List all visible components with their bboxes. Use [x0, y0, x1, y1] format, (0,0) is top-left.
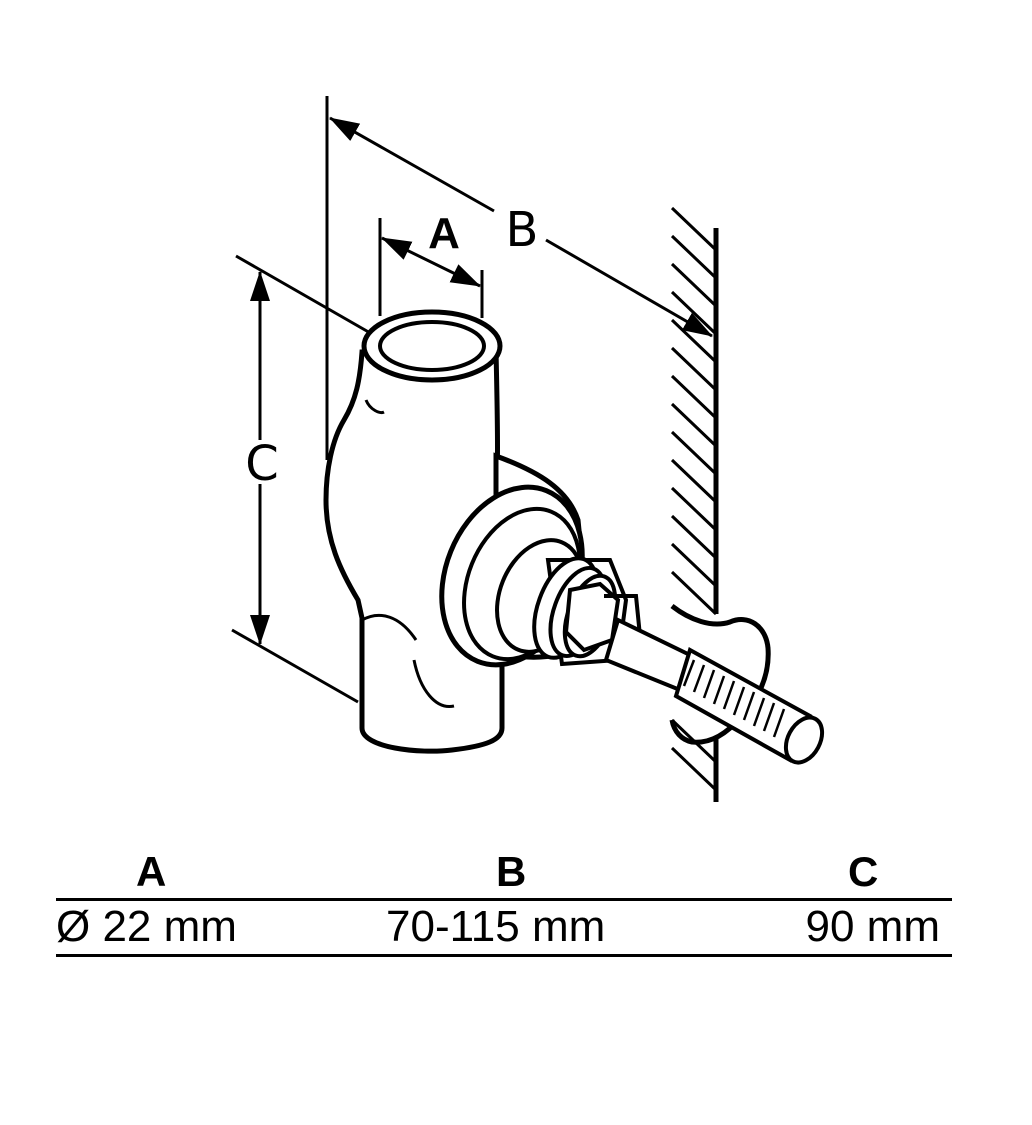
- dimension-b: [325, 96, 713, 460]
- table-top-rule: [56, 898, 952, 901]
- dimension-c: [231, 254, 373, 704]
- valve-spindle: [603, 617, 825, 765]
- valve-bonnet: [532, 556, 643, 667]
- table-value-a: Ø 22 mm: [56, 902, 237, 951]
- table-header-c: C: [848, 848, 879, 895]
- valve-body: [323, 309, 505, 754]
- dimension-c-label: C: [245, 436, 279, 492]
- table-header-b: B: [496, 848, 527, 895]
- valve-dimension-drawing: B A C: [231, 96, 825, 802]
- dimension-a-label: A: [428, 209, 460, 258]
- spindle-splines: [682, 659, 786, 738]
- dimension-b-label: B: [506, 202, 539, 258]
- table-bottom-rule: [56, 954, 952, 957]
- table-value-b: 70-115 mm: [386, 902, 606, 951]
- table-header-a: A: [136, 848, 167, 895]
- spec-table: A B C Ø 22 mm 70-115 mm 90 mm: [56, 848, 952, 960]
- dimension-a: [378, 218, 484, 318]
- wall: [669, 206, 771, 802]
- table-value-c: 90 mm: [805, 902, 940, 951]
